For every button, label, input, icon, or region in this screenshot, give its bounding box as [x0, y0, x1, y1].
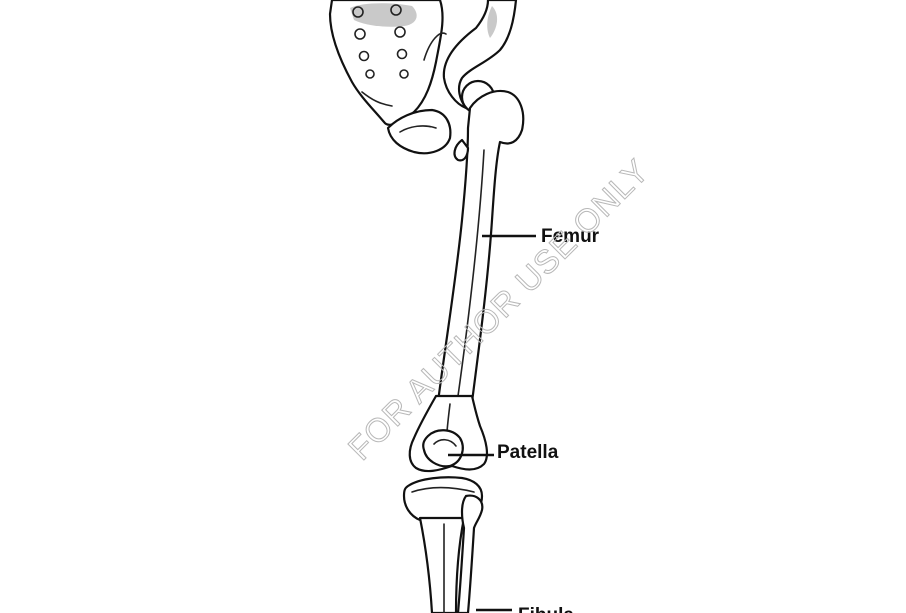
fibula-label: Fibula — [518, 605, 574, 613]
lower-leg-bones — [402, 476, 484, 613]
watermark-text: FOR AUTHOR USE ONLY — [341, 152, 656, 467]
patella-label: Patella — [497, 442, 559, 463]
femur-label: Femur — [541, 226, 600, 247]
pelvis — [328, 0, 518, 155]
patella-bone — [422, 429, 464, 468]
